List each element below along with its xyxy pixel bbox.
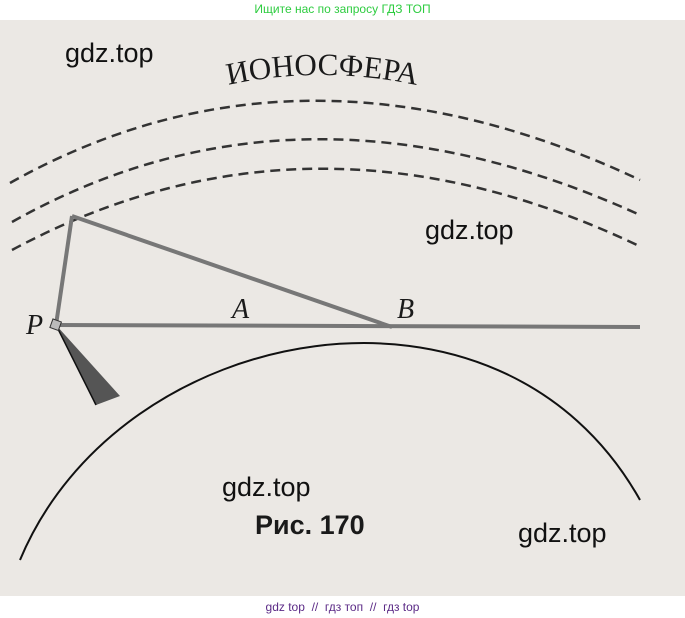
- point-b-label: B: [397, 294, 414, 325]
- watermark: gdz.top: [222, 472, 311, 502]
- figure-170: ИОНОСФЕРА P A B Рис. 170 gdz.top gdz.top…: [0, 20, 685, 596]
- footer-links: gdz top // гдз топ // гдз top: [265, 600, 420, 614]
- direct-ray: [55, 323, 641, 329]
- ionosphere-layer-outer: [9, 99, 641, 185]
- ionosphere-label: ИОНОСФЕРА: [223, 47, 422, 92]
- figure-caption: Рис. 170: [255, 510, 365, 540]
- ray-reflected: [71, 214, 393, 329]
- watermark: gdz.top: [518, 518, 607, 548]
- ionosphere-layer-middle: [11, 137, 641, 224]
- ionosphere-diagram: ИОНОСФЕРА P A B: [9, 47, 641, 561]
- point-a-label: A: [230, 294, 250, 325]
- antenna-tower: [49, 318, 120, 406]
- search-hint-banner: Ищите нас по запросу ГДЗ ТОП: [254, 2, 431, 16]
- ray-up: [54, 215, 74, 326]
- point-p-label: P: [25, 310, 43, 341]
- ionosphere-layer-inner: [11, 167, 638, 252]
- watermark: gdz.top: [65, 38, 154, 68]
- earth-surface-arc: [19, 342, 641, 561]
- watermark: gdz.top: [425, 215, 514, 245]
